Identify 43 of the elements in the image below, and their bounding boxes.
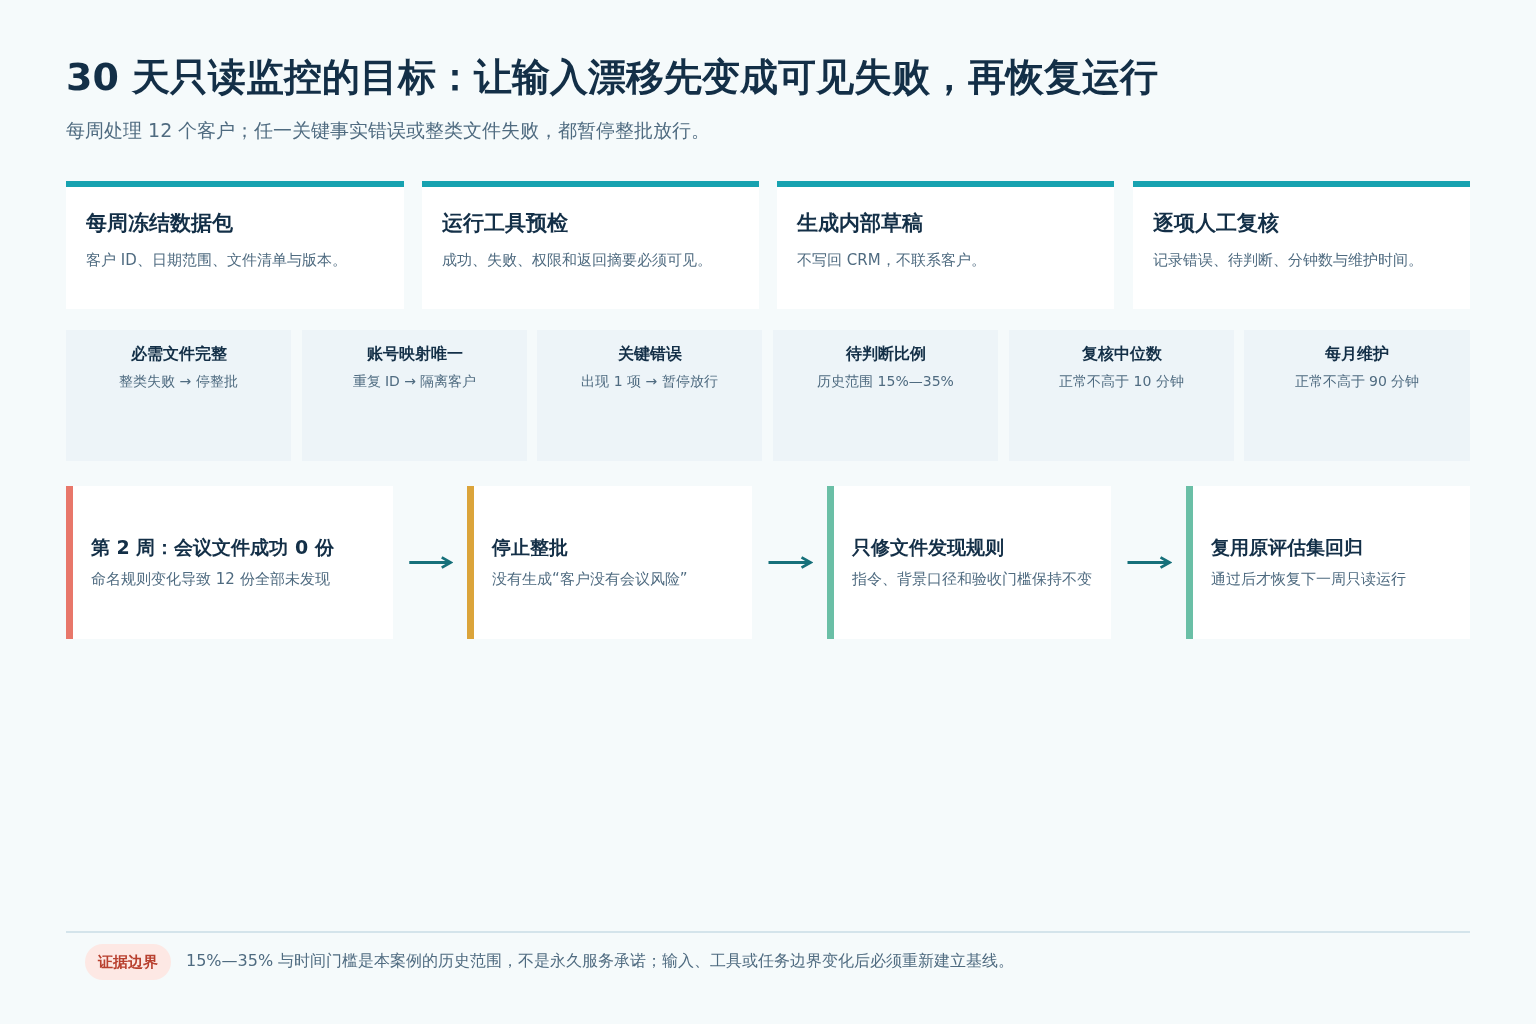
flow-card — [467, 486, 752, 639]
description: 历史范围 15%—35% — [816, 373, 955, 391]
heading: 待判断比例 — [844, 344, 927, 365]
tag-label: 证据边界 — [85, 944, 171, 980]
description: 通过后才恢复下一周只读运行 — [1211, 568, 1407, 590]
heading: 账号映射唯一 — [365, 344, 464, 365]
description: 没有生成“客户没有会议风险” — [492, 568, 689, 590]
heading: 关键错误 — [616, 344, 683, 365]
heading: 运行工具预检 — [442, 210, 569, 237]
heading: 生成内部草稿 — [797, 210, 924, 237]
arrow — [768, 555, 812, 570]
flow-card — [827, 486, 1111, 639]
subtitle: 每周处理 12 个客户；任一关键事实错误或整类文件失败，都暂停整批放行。 — [66, 118, 711, 143]
flow-card — [1186, 486, 1470, 639]
description: 指令、背景口径和验收门槛保持不变 — [852, 568, 1093, 590]
heading: 只修文件发现规则 — [852, 534, 1005, 560]
heading: 逐项人工复核 — [1153, 210, 1280, 237]
arrow — [1127, 555, 1171, 570]
description: 正常不高于 90 分钟 — [1293, 373, 1421, 391]
heading: 必需文件完整 — [129, 344, 228, 365]
step-card — [422, 181, 759, 309]
step-card — [777, 181, 1114, 309]
title: 30 天只读监控的目标：让输入漂移先变成可见失败，再恢复运行 — [66, 54, 1159, 101]
description: 不写回 CRM，不联系客户。 — [797, 250, 987, 271]
flow-card — [66, 486, 393, 639]
heading: 每周冻结数据包 — [86, 210, 234, 237]
heading: 第 2 周：会议文件成功 0 份 — [91, 534, 335, 560]
heading: 复用原评估集回归 — [1211, 534, 1364, 560]
step-card — [66, 181, 404, 309]
description: 客户 ID、日期范围、文件清单与版本。 — [86, 250, 348, 271]
heading: 复核中位数 — [1080, 344, 1163, 365]
description: 重复 ID → 隔离客户 — [351, 373, 478, 391]
description: 记录错误、待判断、分钟数与维护时间。 — [1153, 250, 1424, 271]
description: 整类失败 → 停整批 — [118, 373, 239, 391]
description: 命名规则变化导致 12 份全部未发现 — [91, 568, 331, 590]
heading: 每月维护 — [1324, 344, 1390, 365]
footnote: 15%—35% 与时间门槛是本案例的历史范围，不是永久服务承诺；输入、工具或任务边界变化后必须重新建立基线。 — [186, 951, 1015, 972]
description: 成功、失败、权限和返回摘要必须可见。 — [442, 250, 713, 271]
description: 出现 1 项 → 暂停放行 — [580, 373, 719, 391]
description: 正常不高于 10 分钟 — [1058, 373, 1185, 391]
heading: 停止整批 — [492, 534, 569, 560]
step-card — [1133, 181, 1470, 309]
arrow — [409, 555, 453, 570]
